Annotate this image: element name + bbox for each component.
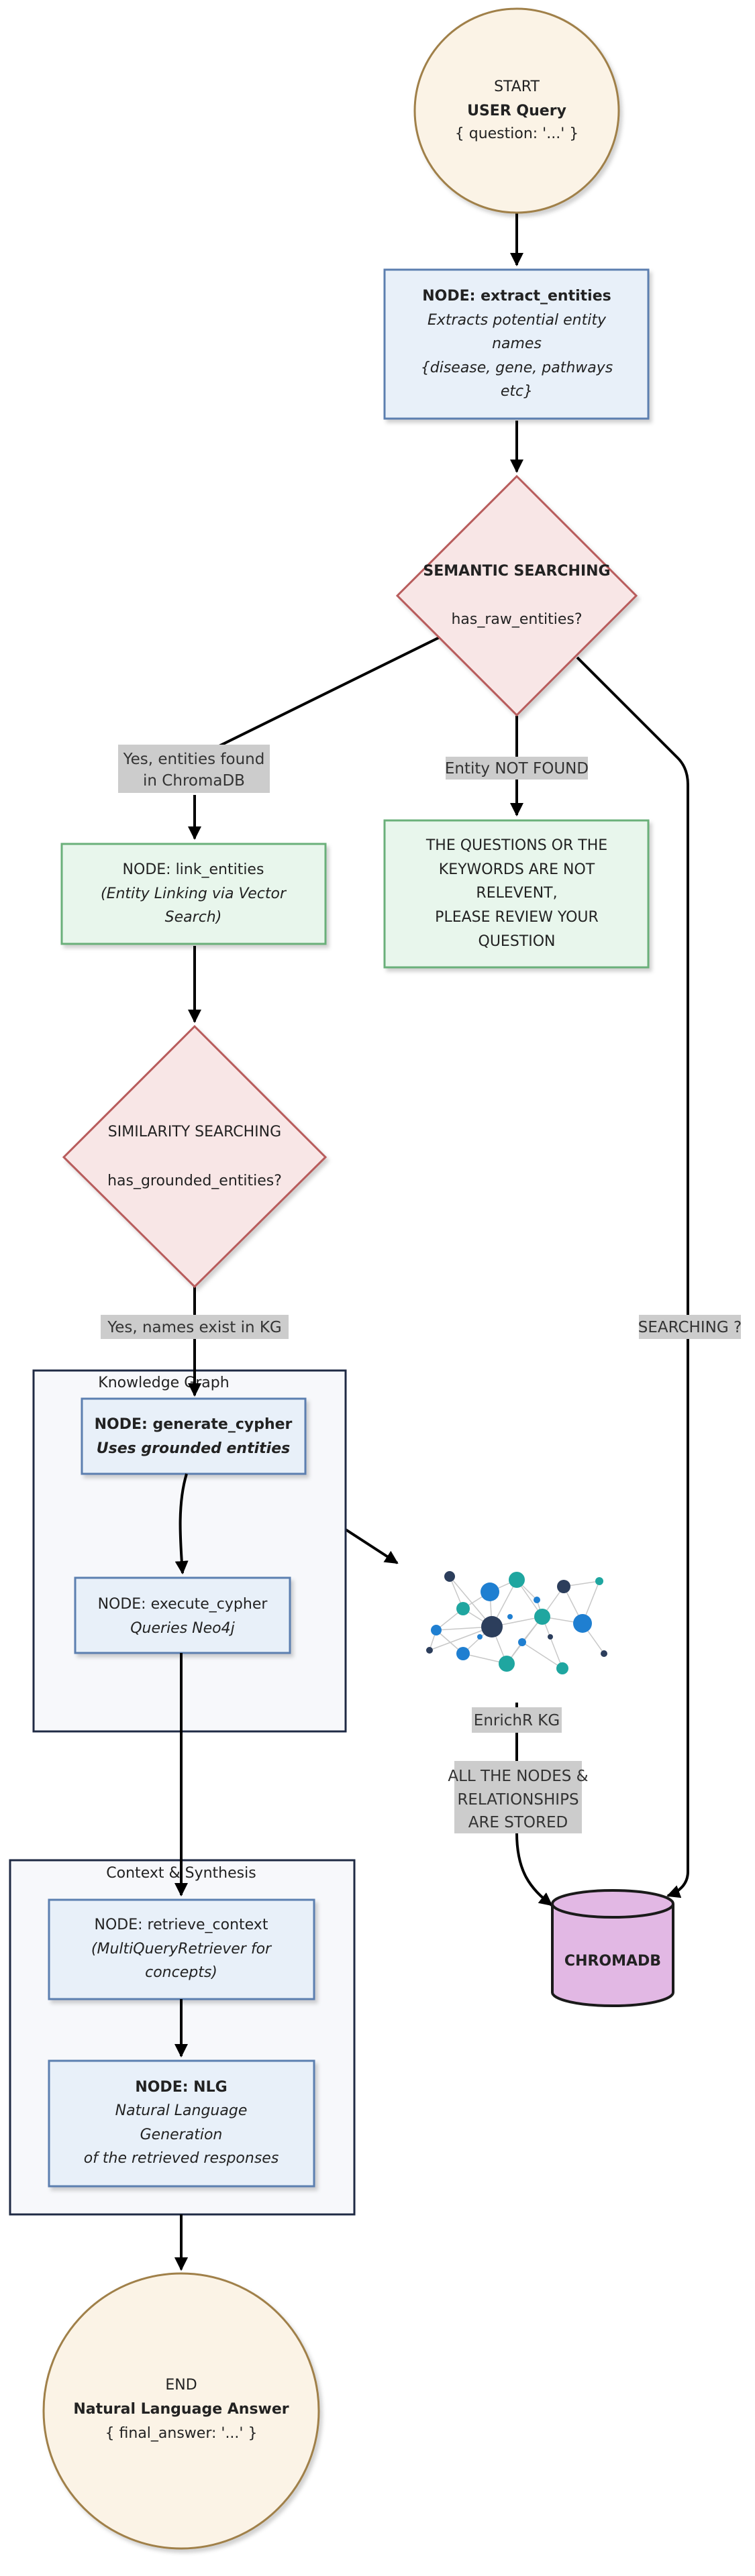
nlg-desc3: of the retrieved responses (84, 2150, 279, 2167)
extract-entities-desc2: names (492, 335, 542, 352)
not-found-line5: QUESTION (479, 933, 556, 950)
start-line1: START (494, 78, 540, 95)
extract-entities-desc4: etc} (501, 383, 533, 400)
edge-kg-to-enrichr (344, 1528, 399, 1564)
not-found-line2: KEYWORDS ARE NOT (439, 861, 595, 878)
edge-label-found-line2: in ChromaDB (143, 772, 245, 790)
nlg-desc2: Generation (140, 2127, 223, 2143)
not-found-line4: PLEASE REVIEW YOUR (435, 909, 599, 926)
generate-cypher-title: NODE: generate_cypher (95, 1416, 293, 1433)
edge-semantic-to-found-label (194, 636, 440, 759)
link-entities-node: NODE: link_entities (Entity Linking via … (60, 843, 327, 945)
generate-cypher-node: NODE: generate_cypher Uses grounded enti… (81, 1397, 307, 1475)
semantic-searching-decision: SEMANTIC SEARCHING has_raw_entities? (395, 474, 638, 717)
start-node: START USER Query { question: '...' } (413, 7, 620, 214)
extract-entities-title: NODE: extract_entities (422, 288, 611, 305)
similarity-title: SIMILARITY SEARCHING (108, 1124, 281, 1140)
end-line2: Natural Language Answer (73, 2401, 289, 2418)
edge-label-not-found-text: Entity NOT FOUND (445, 760, 589, 777)
extract-entities-desc3: {disease, gene, pathways (421, 360, 613, 376)
nlg-desc1: Natural Language (115, 2102, 248, 2119)
similarity-searching-decision: SIMILARITY SEARCHING has_grounded_entiti… (62, 1024, 328, 1289)
semantic-question: has_raw_entities? (451, 611, 582, 628)
enrichr-label: EnrichR KG (474, 1712, 560, 1729)
start-line3: { question: '...' } (455, 125, 579, 142)
enrichr-network-nodes (426, 1571, 607, 1674)
execute-cypher-node: NODE: execute_cypher Queries Neo4j (74, 1576, 291, 1654)
edge-semantic-to-chromadb (576, 656, 689, 1898)
execute-cypher-title: NODE: execute_cypher (98, 1596, 268, 1613)
end-node: END Natural Language Answer { final_answ… (42, 2272, 320, 2550)
edge-label-searching: SEARCHING ? (638, 1315, 742, 1339)
edge-label-searching-text: SEARCHING ? (638, 1319, 742, 1336)
similarity-question: has_grounded_entities? (107, 1173, 282, 1189)
not-found-line3: RELEVENT, (476, 885, 557, 902)
execute-cypher-desc: Queries Neo4j (130, 1620, 235, 1637)
edge-label-names-exist: Yes, names exist in KG (101, 1315, 289, 1339)
edge-label-stored: ALL THE NODES & RELATIONSHIPS ARE STORED (448, 1761, 589, 1833)
edge-label-stored-line2: RELATIONSHIPS (457, 1791, 578, 1809)
edge-stored-to-chromadb (515, 1832, 553, 1907)
chromadb-label: CHROMADB (564, 1953, 661, 1970)
semantic-title: SEMANTIC SEARCHING (423, 563, 610, 580)
generate-cypher-desc: Uses grounded entities (97, 1440, 290, 1457)
not-found-line1: THE QUESTIONS OR THE (425, 837, 607, 854)
edge-label-names-exist-text: Yes, names exist in KG (107, 1319, 282, 1336)
edge-label-stored-line3: ARE STORED (468, 1814, 568, 1831)
link-entities-title: NODE: link_entities (123, 861, 264, 878)
chromadb-datastore: CHROMADB (551, 1889, 674, 2007)
nlg-node: NODE: NLG Natural Language Generation of… (48, 2059, 315, 2188)
edge-generate-to-execute-fg (174, 1473, 189, 1574)
edge-label-not-found: Entity NOT FOUND (445, 757, 589, 780)
extract-entities-desc1: Extracts potential entity (427, 312, 607, 329)
edge-label-found-line1: Yes, entities found (123, 751, 265, 768)
retrieve-context-desc2: concepts) (145, 1964, 217, 1981)
knowledge-graph-label: Knowledge Graph (98, 1375, 229, 1391)
link-entities-desc2: Search) (165, 909, 222, 926)
start-line2: USER Query (467, 103, 566, 119)
retrieve-context-node: NODE: retrieve_context (MultiQueryRetrie… (48, 1898, 315, 2000)
retrieve-context-desc1: (MultiQueryRetriever for (91, 1941, 272, 1957)
edge-label-stored-line1: ALL THE NODES & (448, 1768, 588, 1785)
end-line1: END (165, 2377, 197, 2394)
link-entities-desc1: (Entity Linking via Vector (101, 885, 287, 902)
not-found-node: THE QUESTIONS OR THE KEYWORDS ARE NOT RE… (383, 819, 650, 969)
retrieve-context-title: NODE: retrieve_context (95, 1917, 268, 1933)
end-line3: { final_answer: '...' } (105, 2425, 258, 2442)
extract-entities-node: NODE: extract_entities Extracts potentia… (383, 268, 650, 420)
nlg-title: NODE: NLG (135, 2079, 227, 2096)
edge-label-found: Yes, entities found in ChromaDB (118, 745, 270, 793)
enrichr-network-icon (426, 1571, 607, 1674)
enrichr-label-box: EnrichR KG (472, 1707, 562, 1733)
